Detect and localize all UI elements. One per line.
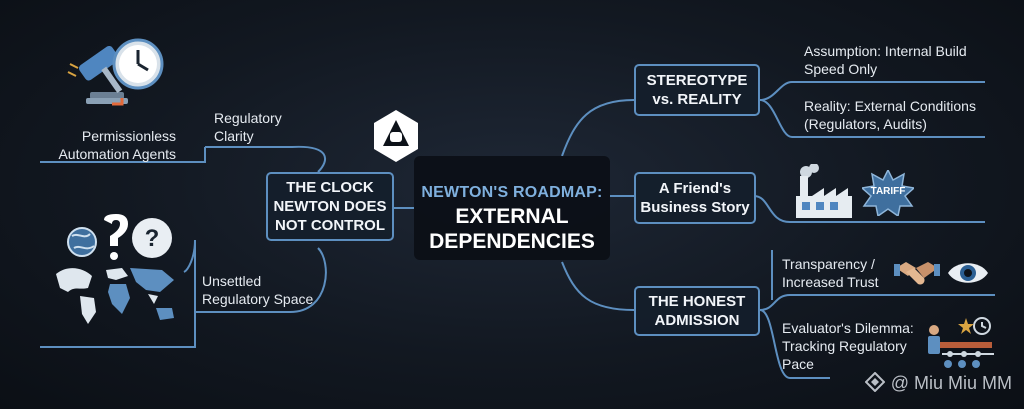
link-center-honest	[561, 261, 635, 311]
tariff-burst-shape	[860, 168, 916, 218]
link-left-unsettled	[195, 247, 327, 313]
center-title: EXTERNAL DEPENDENCIES	[429, 205, 595, 253]
link-center-stereo	[561, 99, 635, 157]
globe-question-icon: ?	[67, 214, 172, 260]
factory-icon	[796, 164, 852, 218]
link-honest-transparency	[759, 294, 995, 311]
hub-stereotype: STEREOTYPE vs. REALITY	[634, 64, 760, 116]
leaf-evaluator: Evaluator's Dilemma: Tracking Regulatory…	[782, 320, 914, 372]
tariff-label: TARIFF	[870, 186, 906, 197]
link-stereo-assumption	[759, 81, 985, 101]
leaf-permissionless: Permissionless Automation Agents	[58, 128, 176, 162]
handshake-icon	[894, 262, 940, 285]
link-left-clarity	[205, 145, 327, 173]
leaf-assumption: Assumption: Internal Build Speed Only	[804, 43, 967, 77]
world-map-icon	[56, 268, 174, 324]
link-unsettled-map	[40, 239, 196, 348]
hub-clock: THE CLOCK NEWTON DOES NOT CONTROL	[266, 172, 394, 241]
tariff-badge-icon: TARIFF	[860, 168, 916, 218]
link-clarity-permissionless	[40, 147, 206, 163]
leaf-regulatory-clarity: Regulatory Clarity	[214, 110, 282, 144]
leaf-unsettled: Unsettled Regulatory Space	[202, 273, 314, 307]
link-friend-right	[753, 195, 985, 223]
center-node: NEWTON'S ROADMAP: EXTERNAL DEPENDENCIES	[374, 110, 610, 260]
svg-text:?: ?	[145, 225, 160, 252]
leaf-reality: Reality: External Conditions (Regulators…	[804, 98, 976, 132]
link-stereo-reality	[759, 99, 985, 138]
link-honest-evaluator	[759, 309, 830, 379]
gavel-clock-icon	[67, 38, 164, 106]
hexagon-logo-icon	[374, 110, 418, 162]
diamond-logo-icon	[864, 371, 886, 393]
leaf-transparency: Transparency / Increased Trust	[782, 256, 879, 290]
meeting-timeline-icon	[928, 317, 994, 368]
center-subtitle: NEWTON'S ROADMAP:	[421, 184, 603, 201]
hub-honest: THE HONEST ADMISSION	[634, 286, 760, 336]
hub-friend: A Friend's Business Story	[634, 172, 756, 224]
eye-icon	[948, 263, 988, 283]
watermark: @ Miu Miu MM	[864, 371, 1012, 394]
